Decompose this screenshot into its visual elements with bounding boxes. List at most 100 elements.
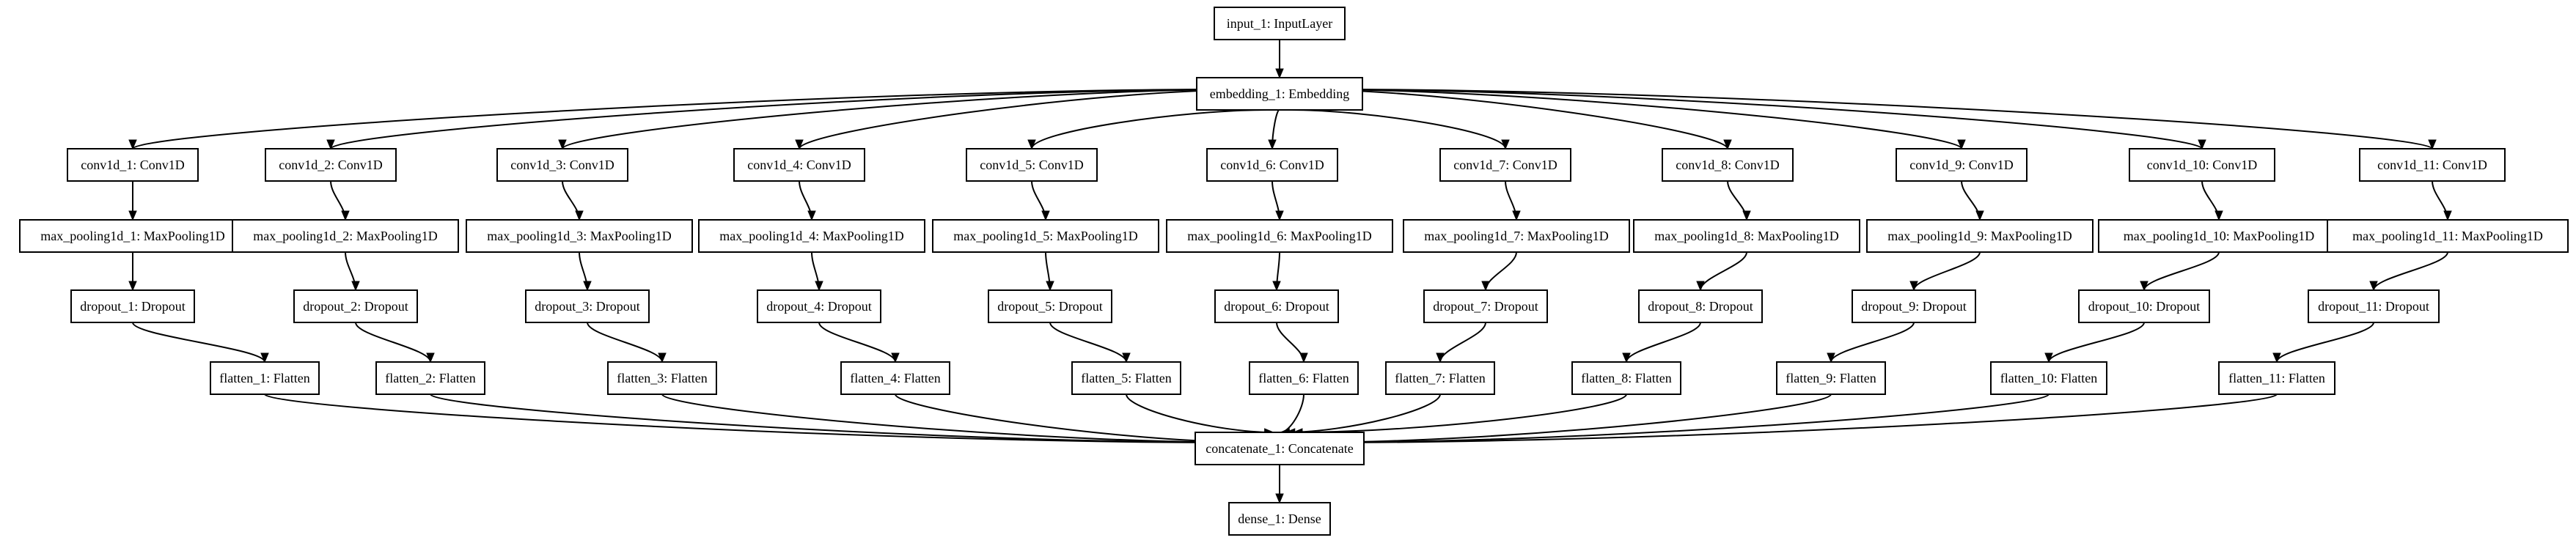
node-flatten-6: flatten_6: Flatten [1249,361,1359,395]
node-label: flatten_8: Flatten [1581,371,1671,385]
edge-conv2-to-pool2 [330,180,350,221]
edge-conv3-to-pool3 [562,180,584,221]
node-flatten-9: flatten_9: Flatten [1776,361,1886,395]
edge-conv1-to-pool1 [128,180,137,221]
edge-line [799,89,1256,149]
node-label: flatten_10: Flatten [2000,371,2097,385]
arrowhead [1268,139,1277,150]
arrowhead [1027,139,1036,150]
node-box [19,219,246,253]
arrowhead [1975,210,1984,221]
node-dropout-8: dropout_8: Dropout [1638,289,1763,323]
arrowhead [1957,139,1966,150]
arrowhead [2272,352,2281,363]
arrowhead [1622,352,1631,363]
arrowhead [1299,352,1308,363]
node-label: max_pooling1d_9: MaxPooling1D [1887,229,2072,243]
edge-line [1626,322,1701,363]
node-box [2078,289,2210,323]
edge-line [1325,89,2203,149]
edge-embedding-to-conv2 [326,89,1233,150]
node-label: conv1d_10: Conv1D [2147,158,2258,172]
node-flatten-11: flatten_11: Flatten [2218,361,2335,395]
node-box [525,289,650,323]
edge-pool4-to-drop4 [811,251,823,292]
node-label: flatten_6: Flatten [1258,371,1348,385]
edge-line [1727,180,1747,221]
arrowhead [1041,210,1050,221]
arrowhead [1122,352,1131,363]
node-flatten-1: flatten_1: Flatten [210,361,320,395]
node-label: max_pooling1d_3: MaxPooling1D [487,229,672,243]
node-box [70,289,195,323]
nodes-layer: input_1: InputLayer embedding_1: Embeddin… [19,7,2569,536]
edge-embedding-to-conv9 [1313,89,1966,150]
node-embedding-1: embedding_1: Embedding [1196,77,1363,111]
arrowhead [815,281,823,292]
node-label: max_pooling1d_7: MaxPooling1D [1424,229,1609,243]
edge-line [2276,322,2374,363]
arrowhead [1436,352,1445,363]
node-label: dropout_9: Dropout [1861,299,1967,314]
node-box [1206,148,1338,182]
arrowhead [2044,352,2053,363]
node-input-1: input_1: InputLayer [1214,7,1346,40]
node-conv1d-9: conv1d_9: Conv1D [1896,148,2028,182]
node-box [1071,361,1181,395]
arrowhead [128,210,137,221]
edge-line [1280,394,1304,433]
node-flatten-4: flatten_4: Flatten [840,361,950,395]
edge-drop1-to-flat1 [132,322,269,363]
edge-line [562,89,1244,149]
node-conv1d-10: conv1d_10: Conv1D [2129,148,2275,182]
edge-conv8-to-pool8 [1727,180,1751,221]
arrowhead [1696,281,1705,292]
node-box [293,289,418,323]
node-label: conv1d_11: Conv1D [2377,158,2487,172]
node-box [1214,7,1346,40]
edge-flat2-to-concat [430,394,1247,447]
edge-drop5-to-flat5 [1049,322,1131,363]
edge-pool6-to-drop6 [1272,251,1281,292]
edge-line [1319,394,2278,443]
edge-pool1-to-drop1 [128,251,137,292]
edge-flat5-to-concat [1126,394,1274,437]
node-label: conv1d_7: Conv1D [1453,158,1557,172]
node-label: dropout_2: Dropout [303,299,408,314]
node-label: conv1d_3: Conv1D [510,158,614,172]
node-label: flatten_11: Flatten [2228,371,2325,385]
edge-input-to-embedding [1275,40,1284,79]
arrowhead [1742,210,1751,221]
node-box [1571,361,1681,395]
arrowhead [1512,210,1521,221]
edge-drop8-to-flat8 [1622,322,1701,363]
node-dropout-11: dropout_11: Dropout [2308,289,2440,323]
node-box [1195,432,1365,465]
node-box [2218,361,2335,395]
edge-drop7-to-flat7 [1436,322,1486,363]
node-label: dropout_11: Dropout [2318,299,2429,314]
node-conv1d-11: conv1d_11: Conv1D [2359,148,2506,182]
arrowhead [807,210,816,221]
arrowhead [2443,210,2452,221]
edge-line [1439,322,1486,363]
node-max-pooling1d-2: max_pooling1d_2: MaxPooling1D [232,219,459,253]
edge-line [1293,394,1627,433]
node-label: dropout_3: Dropout [535,299,640,314]
edge-line [1291,109,1506,149]
arrowhead [128,139,137,150]
edge-pool11-to-drop11 [2369,251,2448,292]
node-max-pooling1d-9: max_pooling1d_9: MaxPooling1D [1866,219,2094,253]
node-box [1662,148,1794,182]
node-box [2129,148,2275,182]
node-box [1439,148,1571,182]
node-label: max_pooling1d_4: MaxPooling1D [719,229,904,243]
arrowhead [1275,68,1284,79]
edge-line [1485,251,1517,291]
arrowhead [891,352,900,363]
node-max-pooling1d-5: max_pooling1d_5: MaxPooling1D [932,219,1159,253]
arrowhead [351,281,360,292]
edge-embedding-to-conv8 [1302,89,1732,150]
arrowhead [558,139,567,150]
